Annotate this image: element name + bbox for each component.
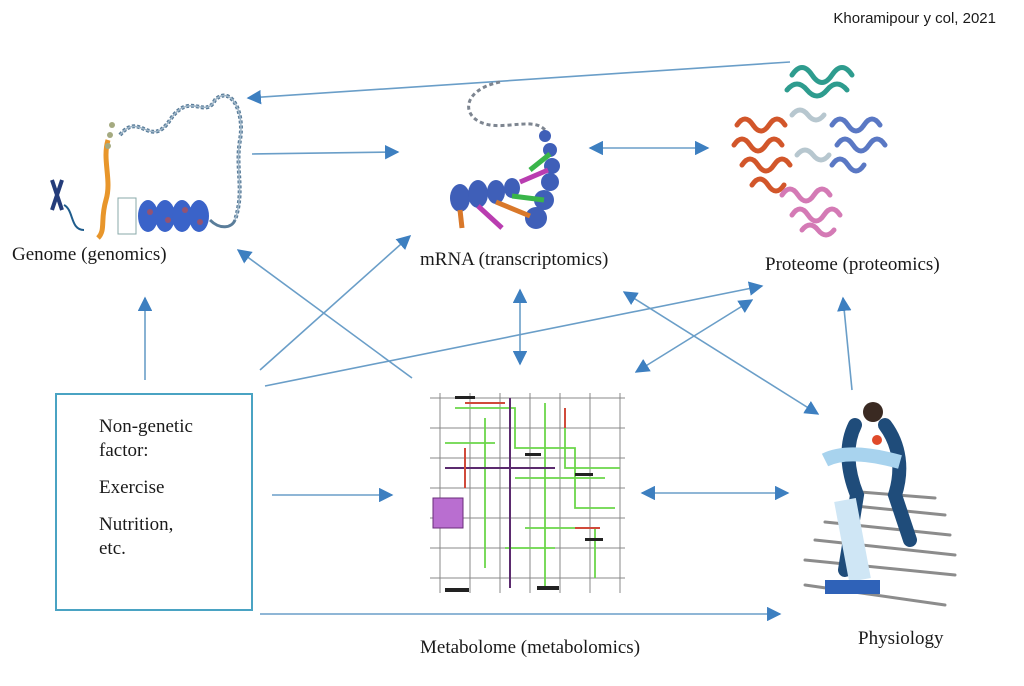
factor-item-etc: etc. <box>99 538 126 559</box>
dna-chromosome-icon <box>50 93 243 240</box>
arrow-mrna-physiology <box>622 291 820 415</box>
physiology-label: Physiology <box>858 628 944 649</box>
factor-item-exercise: Exercise <box>99 477 165 498</box>
factor-item-nutrition: Nutrition, <box>99 514 174 535</box>
citation: Khoramipour y col, 2021 <box>833 10 996 27</box>
arrow-physiology-to-proteome <box>837 296 853 391</box>
proteome-label: Proteome (proteomics) <box>765 254 940 275</box>
factor-title-line1: Non-genetic <box>99 416 193 437</box>
metabolome-label: Metabolome (metabolomics) <box>420 637 641 658</box>
treadmill-runner-icon <box>803 402 957 607</box>
mrna-label: mRNA (transcriptomics) <box>420 249 609 270</box>
arrow-metabolome-to-genome <box>236 249 413 379</box>
factor-title-line2: factor: <box>99 440 149 461</box>
arrow-factor-to-proteome <box>264 281 764 387</box>
metabolic-pathway-map-icon <box>430 393 625 593</box>
arrow-proteome-to-genome <box>246 61 791 105</box>
genome-label: Genome (genomics) <box>12 244 167 265</box>
mrna-strand-icon <box>450 80 560 230</box>
arrow-genome-to-mrna <box>251 144 400 160</box>
non-genetic-factor-box: Non-genetic factor: Exercise Nutrition, et… <box>55 393 253 611</box>
arrow-factor-to-mrna <box>259 235 412 371</box>
factor-text: Non-genetic factor: Exercise Nutrition, et… <box>99 415 193 574</box>
protein-structure-icon <box>731 65 888 238</box>
